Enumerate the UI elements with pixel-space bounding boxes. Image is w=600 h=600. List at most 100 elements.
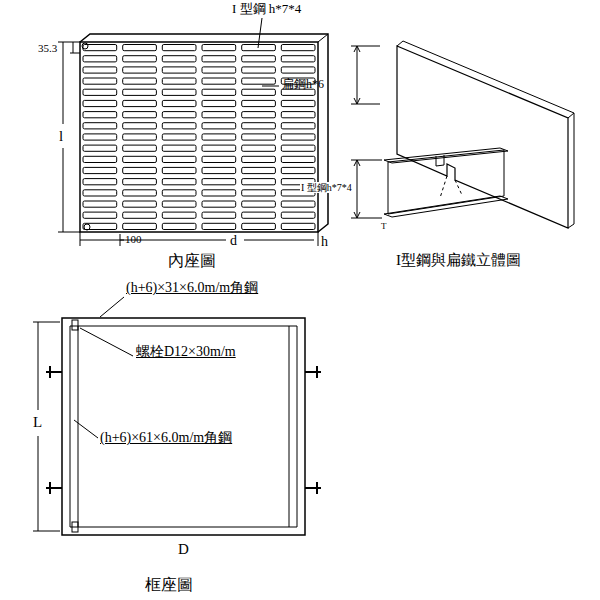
dimension-line <box>150 240 226 241</box>
dimension-line <box>33 531 60 532</box>
grating-slot <box>83 156 117 162</box>
grating-slot <box>83 56 117 62</box>
grating-slot <box>202 179 236 185</box>
grating-slot <box>83 223 117 229</box>
dimension-line <box>80 232 81 246</box>
grating-slot <box>242 67 276 73</box>
dimension-line <box>351 218 382 219</box>
grating-slot <box>202 78 236 84</box>
grating-slot <box>202 100 236 106</box>
grating-slot <box>83 201 117 207</box>
grating-slot <box>162 67 196 73</box>
frame-outline <box>62 318 305 535</box>
grating-slot <box>242 156 276 162</box>
grating-slot <box>242 212 276 218</box>
grating-slot <box>202 223 236 229</box>
flat-bar <box>568 113 574 118</box>
angle-steel <box>297 326 298 527</box>
grating-slot <box>123 134 157 140</box>
dimension-text: D <box>178 541 189 558</box>
grating-slot <box>281 201 315 207</box>
grating-slot <box>242 223 276 229</box>
grating-slot <box>123 89 157 95</box>
i-beam-flange <box>384 196 508 217</box>
dimension-line <box>351 46 380 47</box>
grating-slot <box>281 212 315 218</box>
part-label: (h+6)×31×6.0m/m角鋼 <box>126 280 258 295</box>
grating-slot <box>123 78 157 84</box>
dimension-line <box>38 436 39 531</box>
figure-caption: 內座圖 <box>168 252 216 270</box>
dimension-line <box>58 42 80 43</box>
part-label: I 型鋼h*7*4 <box>300 182 353 193</box>
dimension-line <box>70 53 80 54</box>
grating-slot <box>202 167 236 173</box>
grating-slot <box>162 223 196 229</box>
grating-slot <box>202 145 236 151</box>
grating-slot <box>123 100 157 106</box>
grating-slot <box>83 112 117 118</box>
grating-slot <box>123 156 157 162</box>
grating-slot <box>202 201 236 207</box>
grating-slot <box>123 67 157 73</box>
grating-slot <box>242 56 276 62</box>
grating-slot <box>83 78 117 84</box>
dimension-line <box>58 232 80 233</box>
grating-slot <box>202 190 236 196</box>
grating-slot <box>202 89 236 95</box>
grating-slot <box>162 89 196 95</box>
dimension-line <box>38 322 39 410</box>
grating-slot <box>281 45 315 51</box>
dimension-text: h <box>321 234 328 249</box>
grating-outline <box>80 42 318 232</box>
dimension-line <box>80 240 124 241</box>
grating-slot <box>281 167 315 173</box>
grating-slot <box>83 190 117 196</box>
bolt <box>72 320 78 330</box>
grating-slot <box>123 223 157 229</box>
leader-line <box>262 86 279 87</box>
grating-slot <box>242 145 276 151</box>
dimension-text: 35.3 <box>38 42 57 54</box>
grating-grid <box>80 42 318 232</box>
dimension-text: d <box>230 233 237 248</box>
grating-slot <box>281 123 315 129</box>
grating-slot <box>202 212 236 218</box>
leader-line <box>100 297 124 317</box>
grating-slot <box>281 156 315 162</box>
angle-steel <box>78 326 79 527</box>
grating-slot <box>162 156 196 162</box>
grating-depth <box>318 34 328 42</box>
grating-slot <box>83 100 117 106</box>
grating-slot <box>162 78 196 84</box>
grating-slot <box>162 201 196 207</box>
grating-slot <box>281 67 315 73</box>
grating-slot <box>83 212 117 218</box>
flat-bar <box>397 41 574 228</box>
angle-steel <box>70 326 71 527</box>
grating-slot <box>123 145 157 151</box>
grating-slot <box>123 190 157 196</box>
grating-slot <box>202 123 236 129</box>
grating-slot <box>123 179 157 185</box>
grating-slot <box>123 212 157 218</box>
grating-slot <box>83 179 117 185</box>
grating-slot <box>162 45 196 51</box>
grating-slot <box>202 156 236 162</box>
anchor-tab <box>46 366 321 494</box>
grating-slot <box>162 145 196 151</box>
hidden-line <box>455 180 462 195</box>
grating-slot <box>242 100 276 106</box>
dimension-line <box>357 46 358 104</box>
leader-line <box>80 328 133 356</box>
arrow-head <box>354 160 360 166</box>
flat-bar <box>397 46 568 228</box>
grating-slot <box>123 167 157 173</box>
grating-slot <box>242 89 276 95</box>
grating-slot <box>162 56 196 62</box>
dimension-line <box>351 160 382 161</box>
dimension-line <box>73 42 74 53</box>
leader-line <box>74 420 98 438</box>
dimension-line <box>357 160 358 218</box>
dimension-line <box>63 42 64 124</box>
